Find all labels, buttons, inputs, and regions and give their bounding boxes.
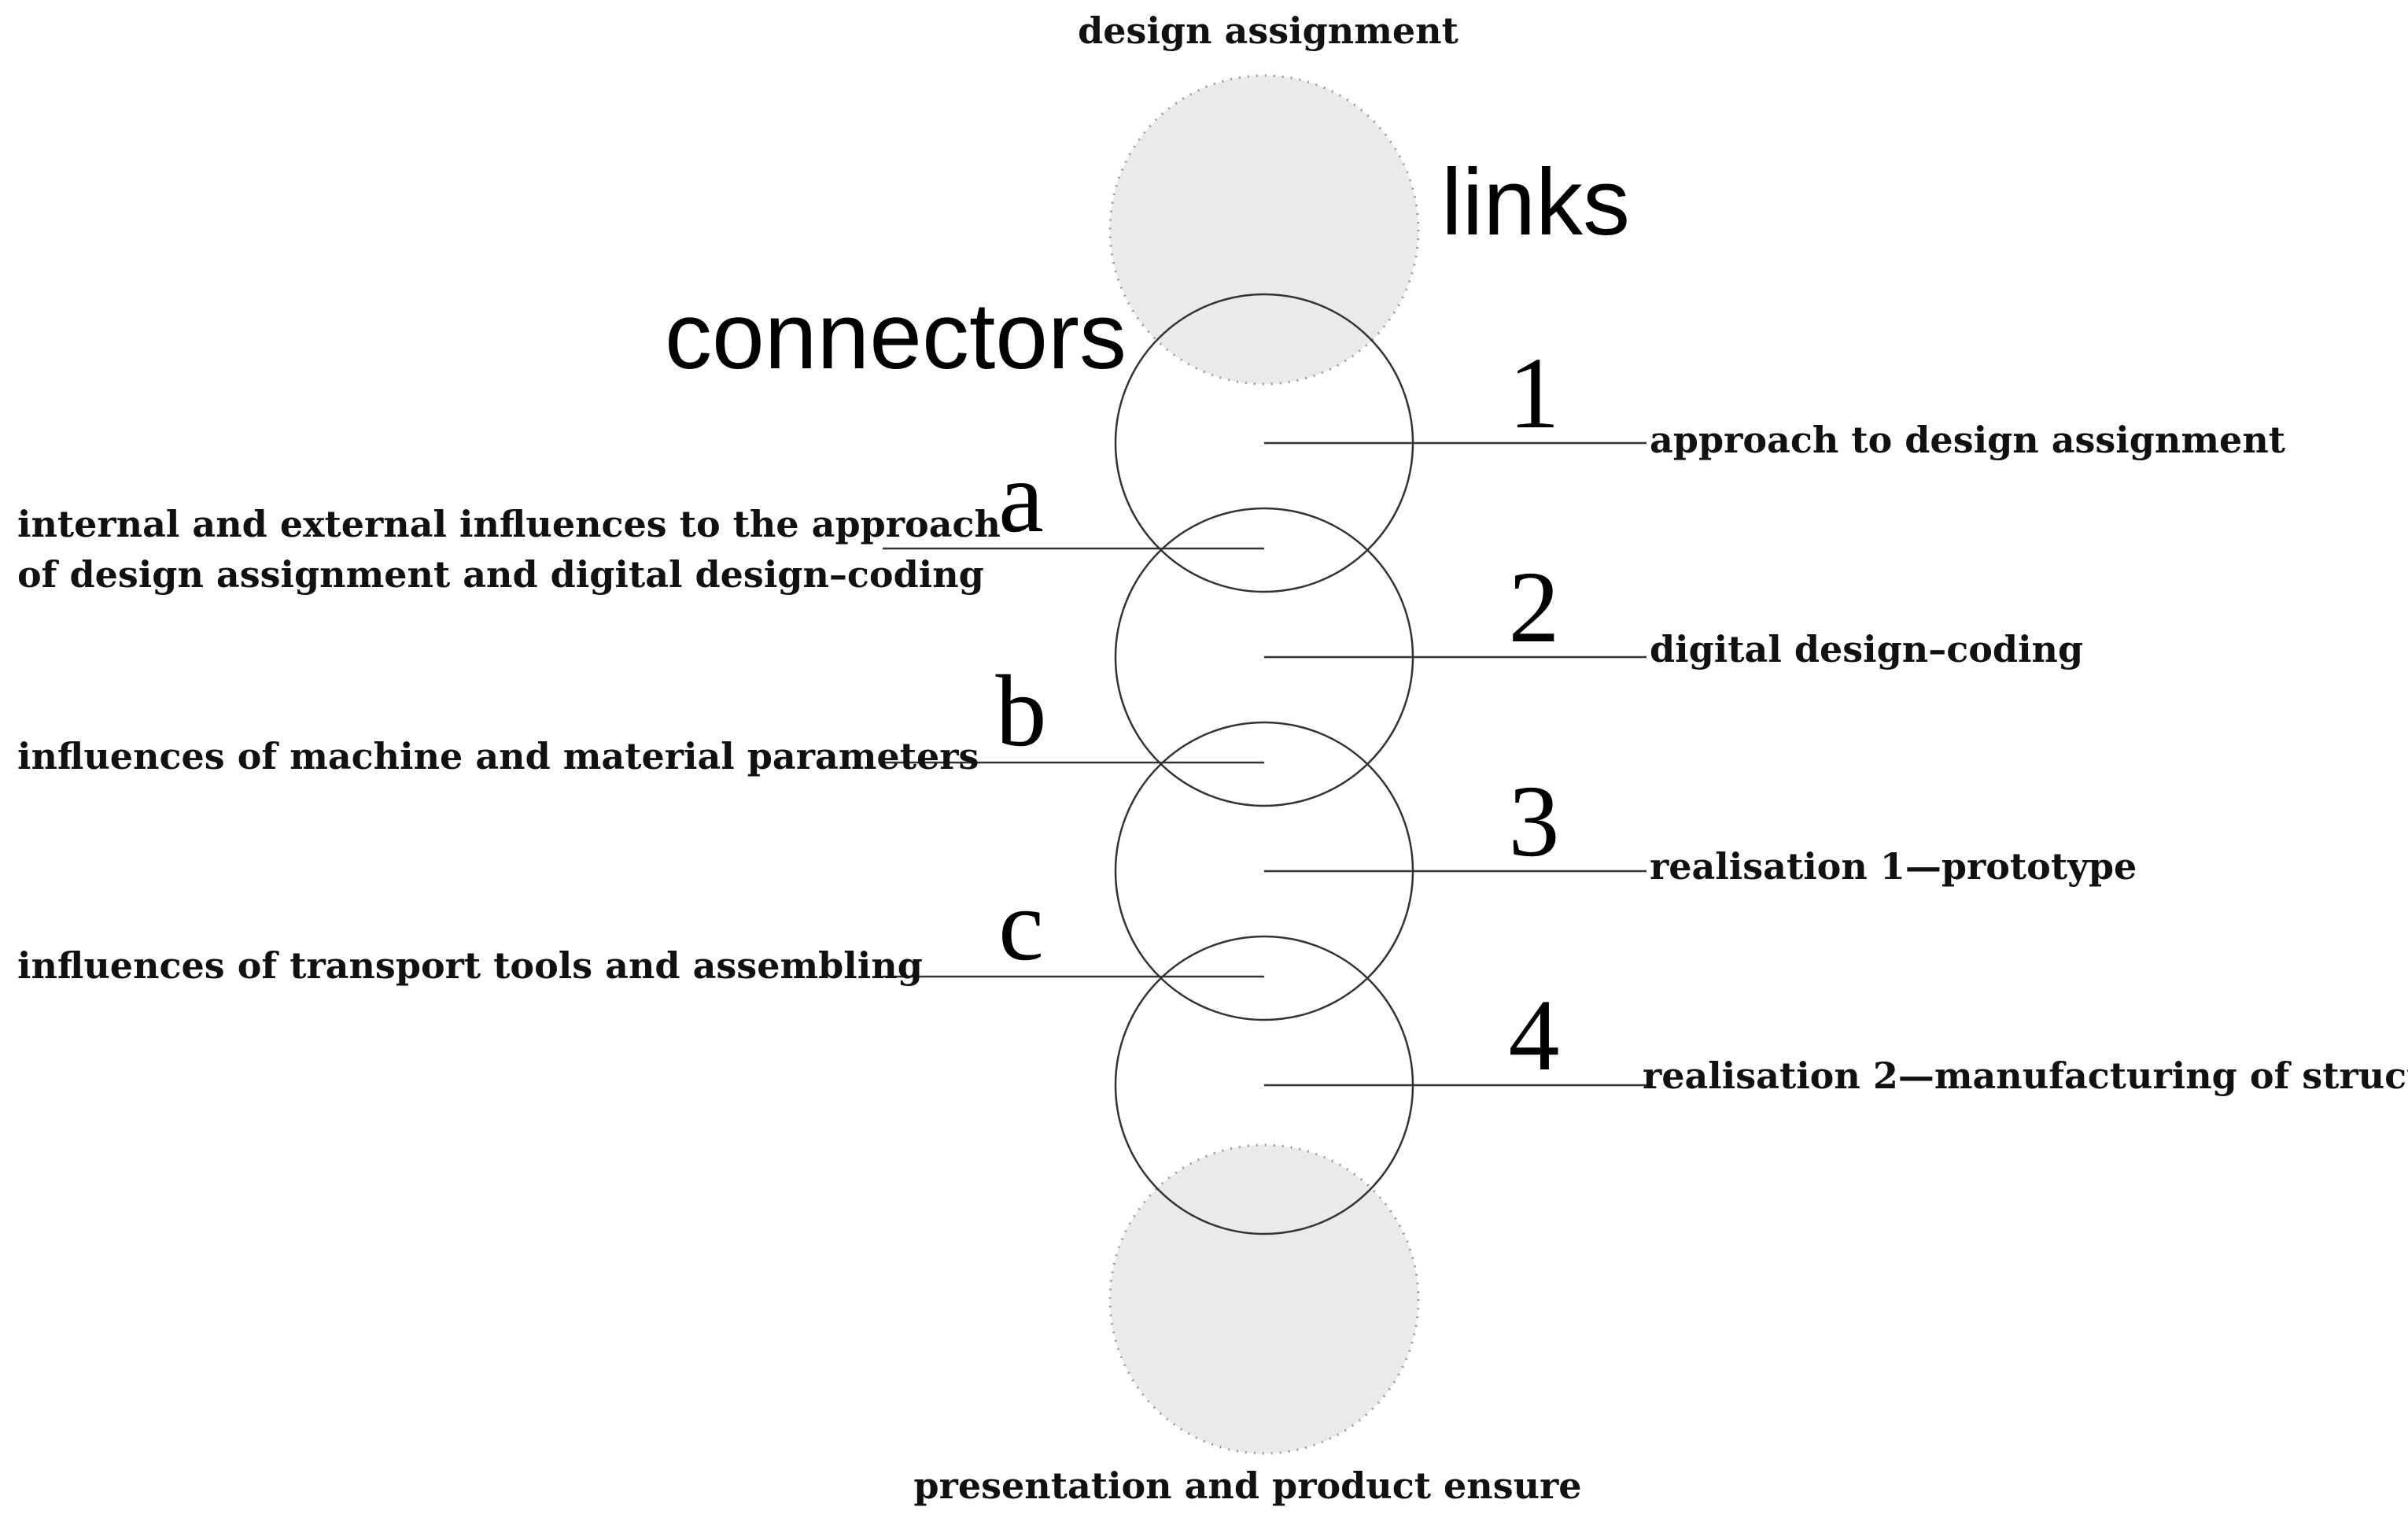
links-title: links	[1441, 150, 1630, 255]
link-label-4: realisation 2—manufacturing of structure	[1643, 1054, 2408, 1097]
connector-label-b: influences of machine and material param…	[17, 735, 979, 777]
link-number-2: 2	[1509, 551, 1560, 664]
start-circle	[1108, 74, 1420, 386]
connector-label-a-line-1: internal and external influences to the …	[17, 503, 1001, 545]
connector-letter-a: a	[998, 441, 1044, 554]
connector-letter-c: c	[998, 869, 1044, 982]
link-number-3: 3	[1509, 765, 1560, 878]
connectors-title: connectors	[665, 283, 1127, 389]
end-circle	[1108, 1143, 1420, 1455]
link-label-1: approach to design assignment	[1650, 419, 2286, 461]
link-number-1: 1	[1509, 337, 1560, 450]
connector-label-a-line-2: of design assignment and digital design–…	[17, 553, 984, 596]
connector-label-c: influences of transport tools and assemb…	[17, 944, 923, 987]
connector-letter-b: b	[996, 655, 1047, 768]
link-label-3: realisation 1—prototype	[1650, 845, 2137, 888]
link-label-2: digital design–coding	[1650, 628, 2083, 670]
bottom-label: presentation and product ensure	[913, 1464, 1581, 1507]
link-number-4: 4	[1509, 979, 1560, 1092]
top-label: design assignment	[1078, 9, 1458, 52]
